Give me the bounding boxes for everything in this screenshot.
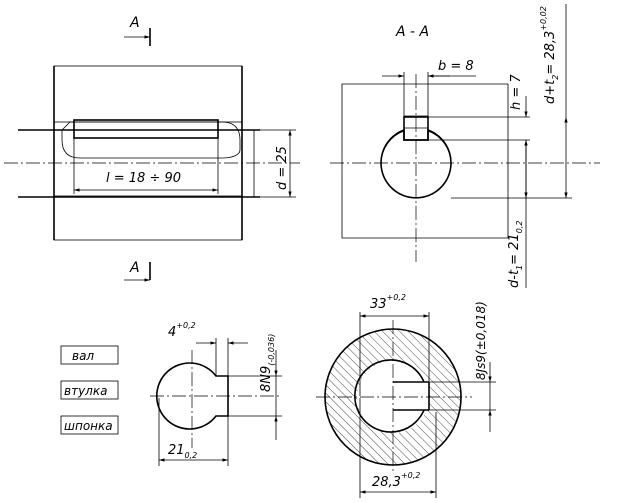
- legend-item-hub: втулка: [60, 380, 119, 400]
- section-marker-top: A: [129, 15, 140, 31]
- dim-shaft-size: 210,2: [168, 443, 197, 460]
- section-title: A - A: [395, 24, 429, 40]
- dim-shaft-depth: d-t1= 210,2: [507, 221, 524, 288]
- dim-hub-slot: 33+0,2: [370, 293, 406, 312]
- shaft-detail: 4+0,2 8N9(-0,036) 210,2: [150, 321, 282, 466]
- dim-key-height: h = 7: [509, 74, 524, 110]
- shaft-keyway-section: [61, 121, 241, 159]
- longitudinal-view: A A l = 18 ÷ 90 d = 25: [4, 15, 300, 282]
- dim-key-length: l = 18 ÷ 90: [106, 171, 181, 186]
- svg-text:втулка: втулка: [64, 384, 107, 398]
- legend: вал втулка шпонка: [60, 345, 119, 435]
- hub-detail: 33+0,2 8Js9(±0,018) 28,3+0,2: [316, 293, 496, 498]
- section-a-a: A - A b = 8 h = 7 d+t2= 28,3+0,02: [330, 4, 600, 288]
- hub-lower-section: [53, 195, 243, 241]
- dim-hub-depth: d+t2= 28,3+0,02: [539, 6, 560, 104]
- svg-text:шпонка: шпонка: [64, 419, 113, 433]
- hub-upper-section: [53, 65, 243, 123]
- dim-shaft-slot: 4+0,2: [168, 321, 196, 340]
- shaft-detail-body: [156, 362, 229, 430]
- hub-cross-section: [341, 83, 509, 239]
- legend-item-shaft: вал: [60, 345, 119, 365]
- svg-text:вал: вал: [72, 349, 94, 363]
- dim-hub-fit: 8Js9(±0,018): [474, 301, 488, 380]
- dim-shaft-fit: 8N9(-0,036): [259, 334, 276, 392]
- section-marker-bottom: A: [129, 260, 140, 276]
- legend-item-key: шпонка: [60, 415, 119, 435]
- dim-shaft-diameter: d = 25: [275, 146, 290, 190]
- dim-key-width: b = 8: [438, 59, 474, 74]
- dim-hub-size: 28,3+0,2: [372, 471, 420, 490]
- key-body: [73, 119, 219, 139]
- shaft-cross-section: [380, 128, 452, 199]
